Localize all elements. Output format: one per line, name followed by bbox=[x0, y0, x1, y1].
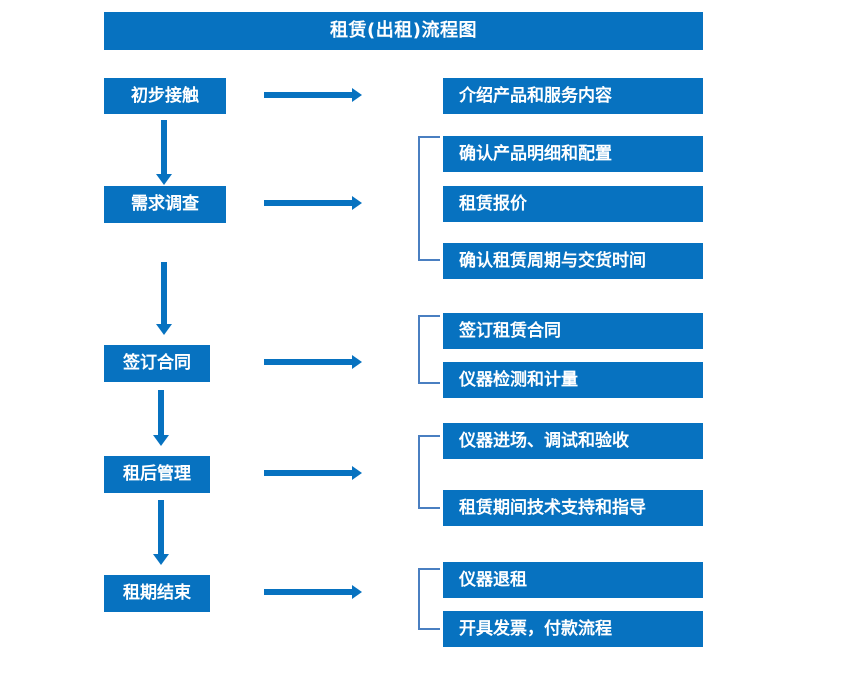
detail-box-queren-zulin-zhouqi[interactable]: 确认租赁周期与交货时间 bbox=[443, 243, 703, 279]
stage-box-zuqi-jieshu[interactable]: 租期结束 bbox=[104, 575, 210, 612]
stage-label: 签订合同 bbox=[123, 353, 191, 373]
detail-box-yiqi-jinchang-tiaoshi[interactable]: 仪器进场、调试和验收 bbox=[443, 423, 703, 459]
detail-label: 租赁报价 bbox=[459, 193, 527, 214]
stage-label: 租后管理 bbox=[123, 464, 191, 484]
detail-box-jieshao-chanpin[interactable]: 介绍产品和服务内容 bbox=[443, 78, 703, 114]
detail-box-queren-chanpin-mingxi[interactable]: 确认产品明细和配置 bbox=[443, 136, 703, 172]
stage-label: 初步接触 bbox=[131, 85, 199, 106]
stage-box-xuqiu-diaocha[interactable]: 需求调查 bbox=[104, 186, 226, 223]
stage-box-chubu-jiechu[interactable]: 初步接触 bbox=[104, 78, 226, 114]
detail-label: 介绍产品和服务内容 bbox=[459, 85, 612, 106]
group-bracket-4 bbox=[418, 568, 440, 630]
group-bracket-2 bbox=[418, 315, 440, 384]
group-bracket-1 bbox=[418, 136, 440, 261]
detail-label: 仪器检测和计量 bbox=[459, 369, 578, 390]
group-bracket-3 bbox=[418, 435, 440, 509]
stage-label: 需求调查 bbox=[131, 194, 199, 214]
detail-label: 开具发票，付款流程 bbox=[459, 618, 612, 639]
detail-box-yiqi-jiance-jiliang[interactable]: 仪器检测和计量 bbox=[443, 362, 703, 398]
diagram-title-bar: 租赁(出租)流程图 bbox=[104, 12, 703, 50]
detail-box-yiqi-tuizu[interactable]: 仪器退租 bbox=[443, 562, 703, 598]
stage-label: 租期结束 bbox=[123, 583, 191, 603]
stage-box-zuhou-guanli[interactable]: 租后管理 bbox=[104, 456, 210, 493]
detail-box-kaiju-fapiao-fukuan[interactable]: 开具发票，付款流程 bbox=[443, 611, 703, 647]
detail-label: 仪器退租 bbox=[459, 569, 527, 590]
page-title: 租赁(出租)流程图 bbox=[330, 20, 477, 41]
detail-box-zulin-baojia[interactable]: 租赁报价 bbox=[443, 186, 703, 222]
stage-box-qianding-hetong[interactable]: 签订合同 bbox=[104, 345, 210, 382]
detail-label: 仪器进场、调试和验收 bbox=[459, 430, 629, 451]
detail-box-qianding-zulin-hetong[interactable]: 签订租赁合同 bbox=[443, 313, 703, 349]
detail-label: 确认租赁周期与交货时间 bbox=[459, 250, 646, 271]
detail-label: 确认产品明细和配置 bbox=[459, 143, 612, 164]
detail-box-zulin-qijian-jishu-zhichi[interactable]: 租赁期间技术支持和指导 bbox=[443, 490, 703, 526]
detail-label: 租赁期间技术支持和指导 bbox=[459, 497, 646, 518]
detail-label: 签订租赁合同 bbox=[459, 320, 561, 341]
